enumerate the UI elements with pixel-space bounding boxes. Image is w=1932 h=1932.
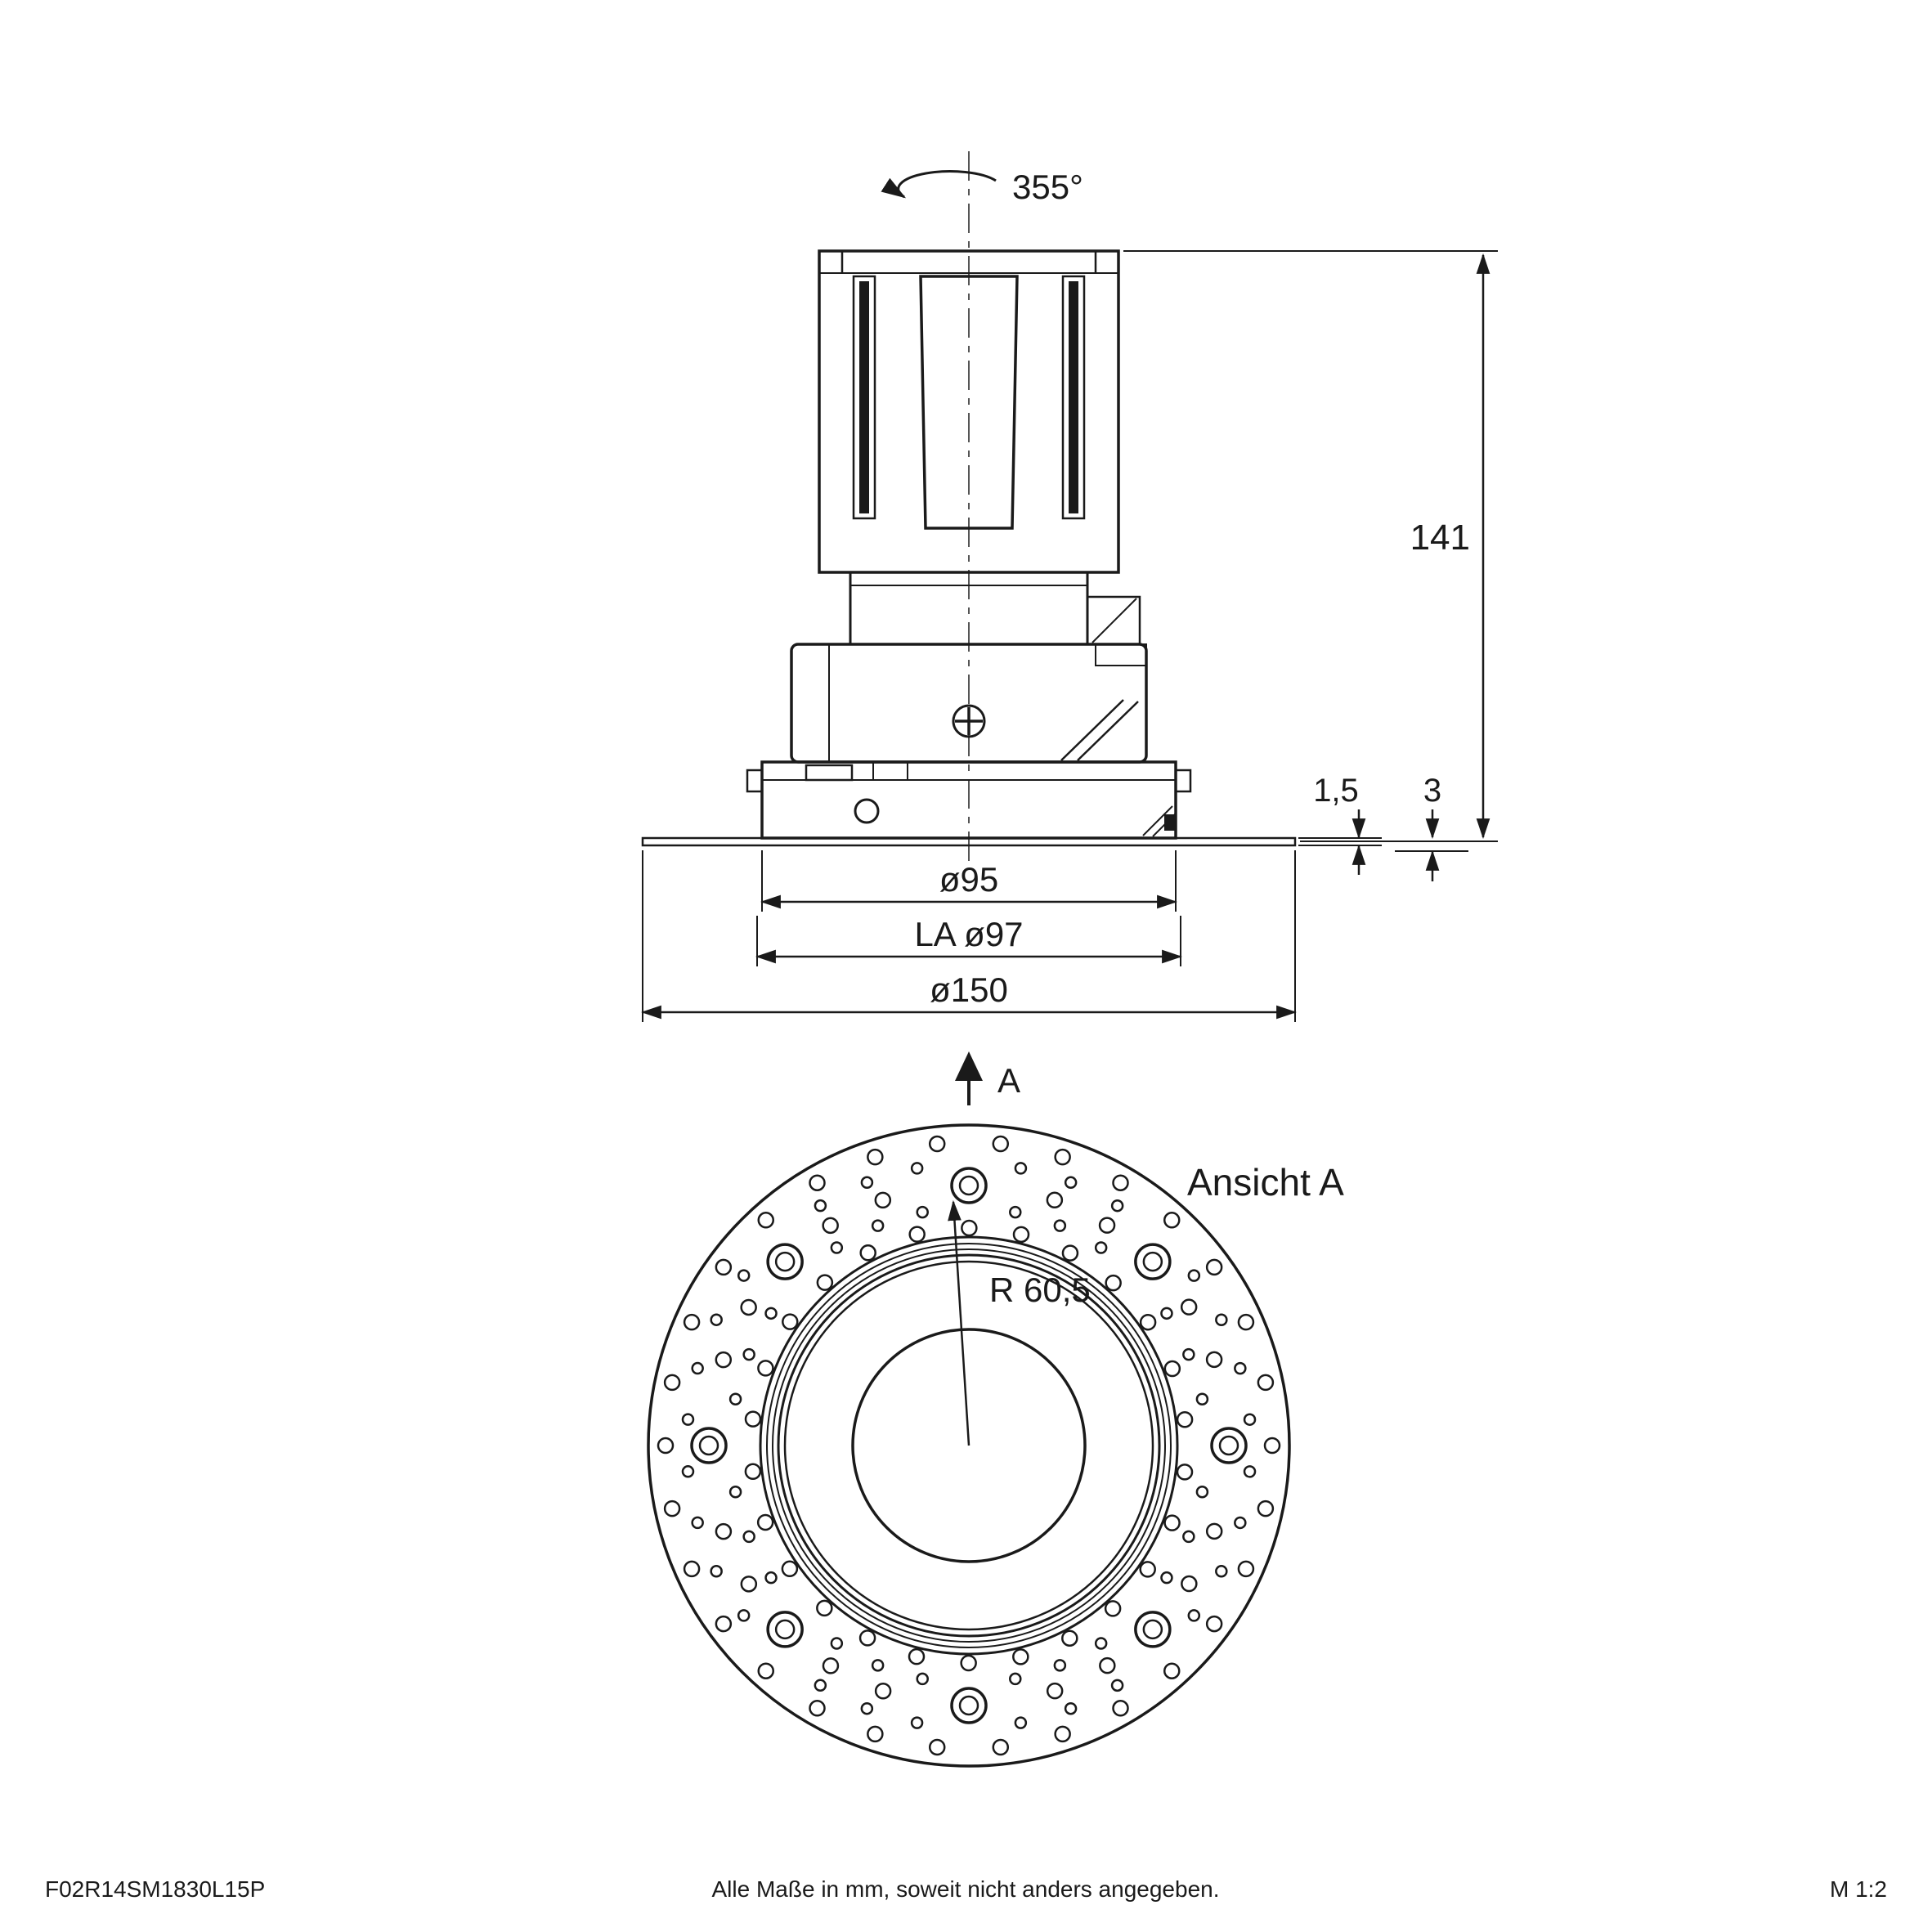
- lens-opening: [851, 1328, 1087, 1563]
- flange-outline: [647, 1123, 1291, 1768]
- footer: F02R14SM1830L15P Alle Maße in mm, soweit…: [45, 1876, 1887, 1902]
- scale-label: M 1:2: [1830, 1876, 1887, 1902]
- fin-slot-left: [852, 275, 876, 520]
- flange-plate: [641, 836, 1297, 847]
- radius-leader-line: [948, 1199, 970, 1446]
- height-dimension-label: 141: [1410, 518, 1470, 558]
- flange-diameter-label: ø150: [930, 970, 1008, 1009]
- housing-diameter-label: ø95: [939, 860, 998, 899]
- view-direction-label: A: [997, 1061, 1020, 1100]
- rotation-arrow: [881, 170, 997, 199]
- view-a-marker: A: [955, 1051, 1020, 1105]
- front-view: Ansicht A R 60,5: [647, 1123, 1344, 1768]
- fin-slot-right: [1061, 275, 1086, 520]
- hole-radius-label: R 60,5: [989, 1271, 1091, 1309]
- article-number: F02R14SM1830L15P: [45, 1876, 265, 1902]
- led-column: [919, 275, 1019, 530]
- cutout-diameter-label: LA ø97: [914, 915, 1023, 953]
- perforation-pattern: [657, 1135, 1281, 1756]
- units-note: Alle Maße in mm, soweit nicht anders ang…: [712, 1876, 1220, 1902]
- side-view: 355°: [641, 151, 1297, 865]
- front-view-title: Ansicht A: [1187, 1161, 1344, 1204]
- adjust-screw-icon: [952, 704, 986, 738]
- rotation-angle-label: 355°: [1012, 168, 1083, 206]
- trim-thickness-label: 1,5: [1313, 773, 1359, 809]
- view-direction-arrow-icon: [955, 1051, 983, 1081]
- dimensions: 141 1,5 3 ø95 LA ø97 ø150: [640, 250, 1498, 1022]
- protrusion-label: 3: [1423, 773, 1441, 809]
